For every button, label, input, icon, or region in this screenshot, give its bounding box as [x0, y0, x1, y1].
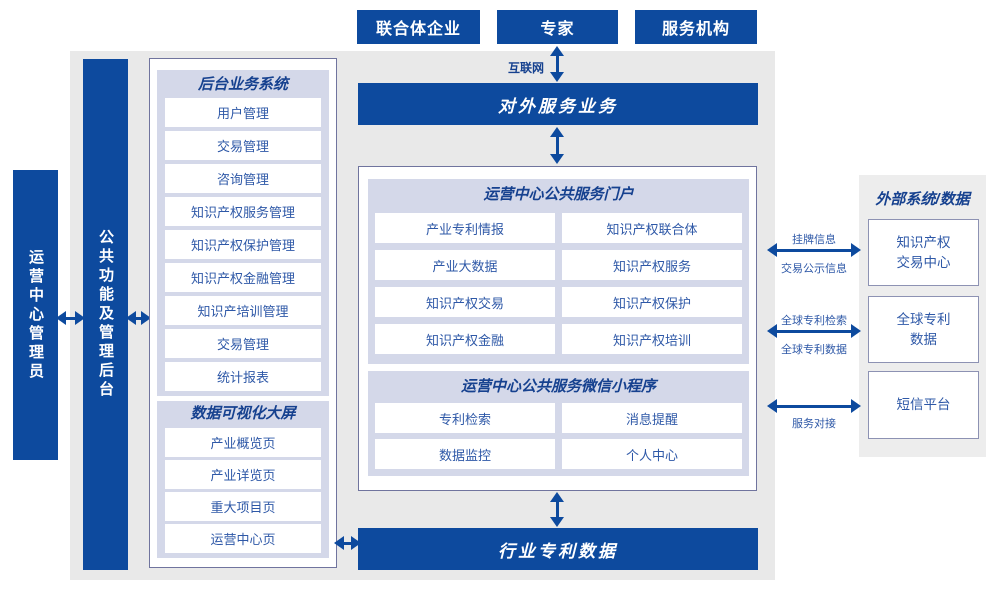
link-label-listing-info: 挂牌信息	[792, 234, 836, 246]
portal-title: 运营中心公共服务门户	[483, 186, 634, 203]
module-item: 数据监控	[375, 439, 555, 469]
global-patent-link-arrow	[767, 324, 861, 338]
backend-to-system-arrow	[126, 311, 151, 325]
visualization-list: 产业概览页 产业详览页 重大项目页 运营中心页	[165, 428, 321, 553]
module-item: 交易管理	[165, 329, 321, 358]
actor-expert: 专家	[497, 10, 618, 44]
link-label-global-patent-data: 全球专利数据	[781, 344, 847, 356]
visualization-title: 数据可视化大屏	[190, 405, 296, 422]
module-item: 知识产权服务管理	[165, 197, 321, 226]
module-item: 重大项目页	[165, 492, 321, 521]
backend-system-title: 后台业务系统	[197, 76, 288, 93]
internet-label: 互联网	[507, 61, 544, 75]
external-systems-panel: 外部系统/数据 知识产权 交易中心 全球专利 数据 短信平台	[859, 175, 986, 457]
portal-list: 产业专利情报 知识产权联合体 产业大数据 知识产权服务 知识产权交易 知识产权保…	[375, 213, 742, 354]
operation-center-admin-bar: 运营中心管理员	[13, 170, 58, 460]
system-global-patent-data: 全球专利 数据	[868, 296, 979, 363]
module-item: 知识产权交易	[375, 287, 555, 317]
miniprogram-list: 专利检索 消息提醒 数据监控 个人中心	[375, 403, 742, 469]
module-item: 专利检索	[375, 403, 555, 433]
backend-system-list: 用户管理 交易管理 咨询管理 知识产权服务管理 知识产权保护管理 知识产权金融管…	[165, 98, 321, 391]
module-item: 知识产培训管理	[165, 296, 321, 325]
module-item: 知识产权服务	[562, 250, 742, 280]
link-label-transaction-publicity: 交易公示信息	[781, 263, 847, 275]
module-item: 交易管理	[165, 131, 321, 160]
module-item: 产业概览页	[165, 428, 321, 457]
module-item: 产业专利情报	[375, 213, 555, 243]
sms-link-arrow	[767, 399, 861, 413]
miniprogram-title: 运营中心公共服务微信小程序	[460, 378, 656, 395]
module-item: 运营中心页	[165, 524, 321, 553]
external-service-to-portal-arrow	[550, 127, 564, 164]
portal-group: 运营中心公共服务门户 产业专利情报 知识产权联合体 产业大数据 知识产权服务 知…	[368, 179, 749, 364]
system-ip-trade-center: 知识产权 交易中心	[868, 219, 979, 286]
module-item: 个人中心	[562, 439, 742, 469]
internet-arrow	[550, 46, 564, 82]
module-item: 知识产权培训	[562, 324, 742, 354]
portal-container: 运营中心公共服务门户 产业专利情报 知识产权联合体 产业大数据 知识产权服务 知…	[358, 166, 757, 491]
module-item: 知识产权金融管理	[165, 263, 321, 292]
module-item: 产业详览页	[165, 460, 321, 489]
miniprogram-group: 运营中心公共服务微信小程序 专利检索 消息提醒 数据监控 个人中心	[368, 371, 749, 476]
backend-system-group: 后台业务系统 用户管理 交易管理 咨询管理 知识产权服务管理 知识产权保护管理 …	[157, 70, 329, 396]
link-label-global-patent-search: 全球专利检索	[781, 315, 847, 327]
module-item: 消息提醒	[562, 403, 742, 433]
module-item: 统计报表	[165, 362, 321, 391]
actor-consortium-enterprise: 联合体企业	[357, 10, 480, 44]
module-item: 知识产权联合体	[562, 213, 742, 243]
module-item: 咨询管理	[165, 164, 321, 193]
module-item: 知识产权金融	[375, 324, 555, 354]
public-function-backend-bar: 公共功能及管理后台	[83, 59, 128, 570]
industry-patent-data-bar: 行业专利数据	[358, 528, 758, 570]
backend-container: 后台业务系统 用户管理 交易管理 咨询管理 知识产权服务管理 知识产权保护管理 …	[149, 58, 337, 568]
visualization-group: 数据可视化大屏 产业概览页 产业详览页 重大项目页 运营中心页	[157, 401, 329, 558]
external-systems-title: 外部系统/数据	[875, 191, 970, 208]
module-item: 知识产权保护管理	[165, 230, 321, 259]
ip-trade-link-arrow	[767, 243, 861, 257]
system-sms-platform: 短信平台	[868, 371, 979, 439]
module-item: 知识产权保护	[562, 287, 742, 317]
portal-to-industry-arrow	[550, 492, 564, 527]
link-label-service-docking: 服务对接	[792, 418, 836, 430]
external-service-bar: 对外服务业务	[358, 83, 758, 125]
module-item: 用户管理	[165, 98, 321, 127]
actor-service-organization: 服务机构	[635, 10, 757, 44]
module-item: 产业大数据	[375, 250, 555, 280]
visualization-to-industry-arrow	[334, 536, 361, 550]
admin-to-backend-arrow	[56, 311, 85, 325]
